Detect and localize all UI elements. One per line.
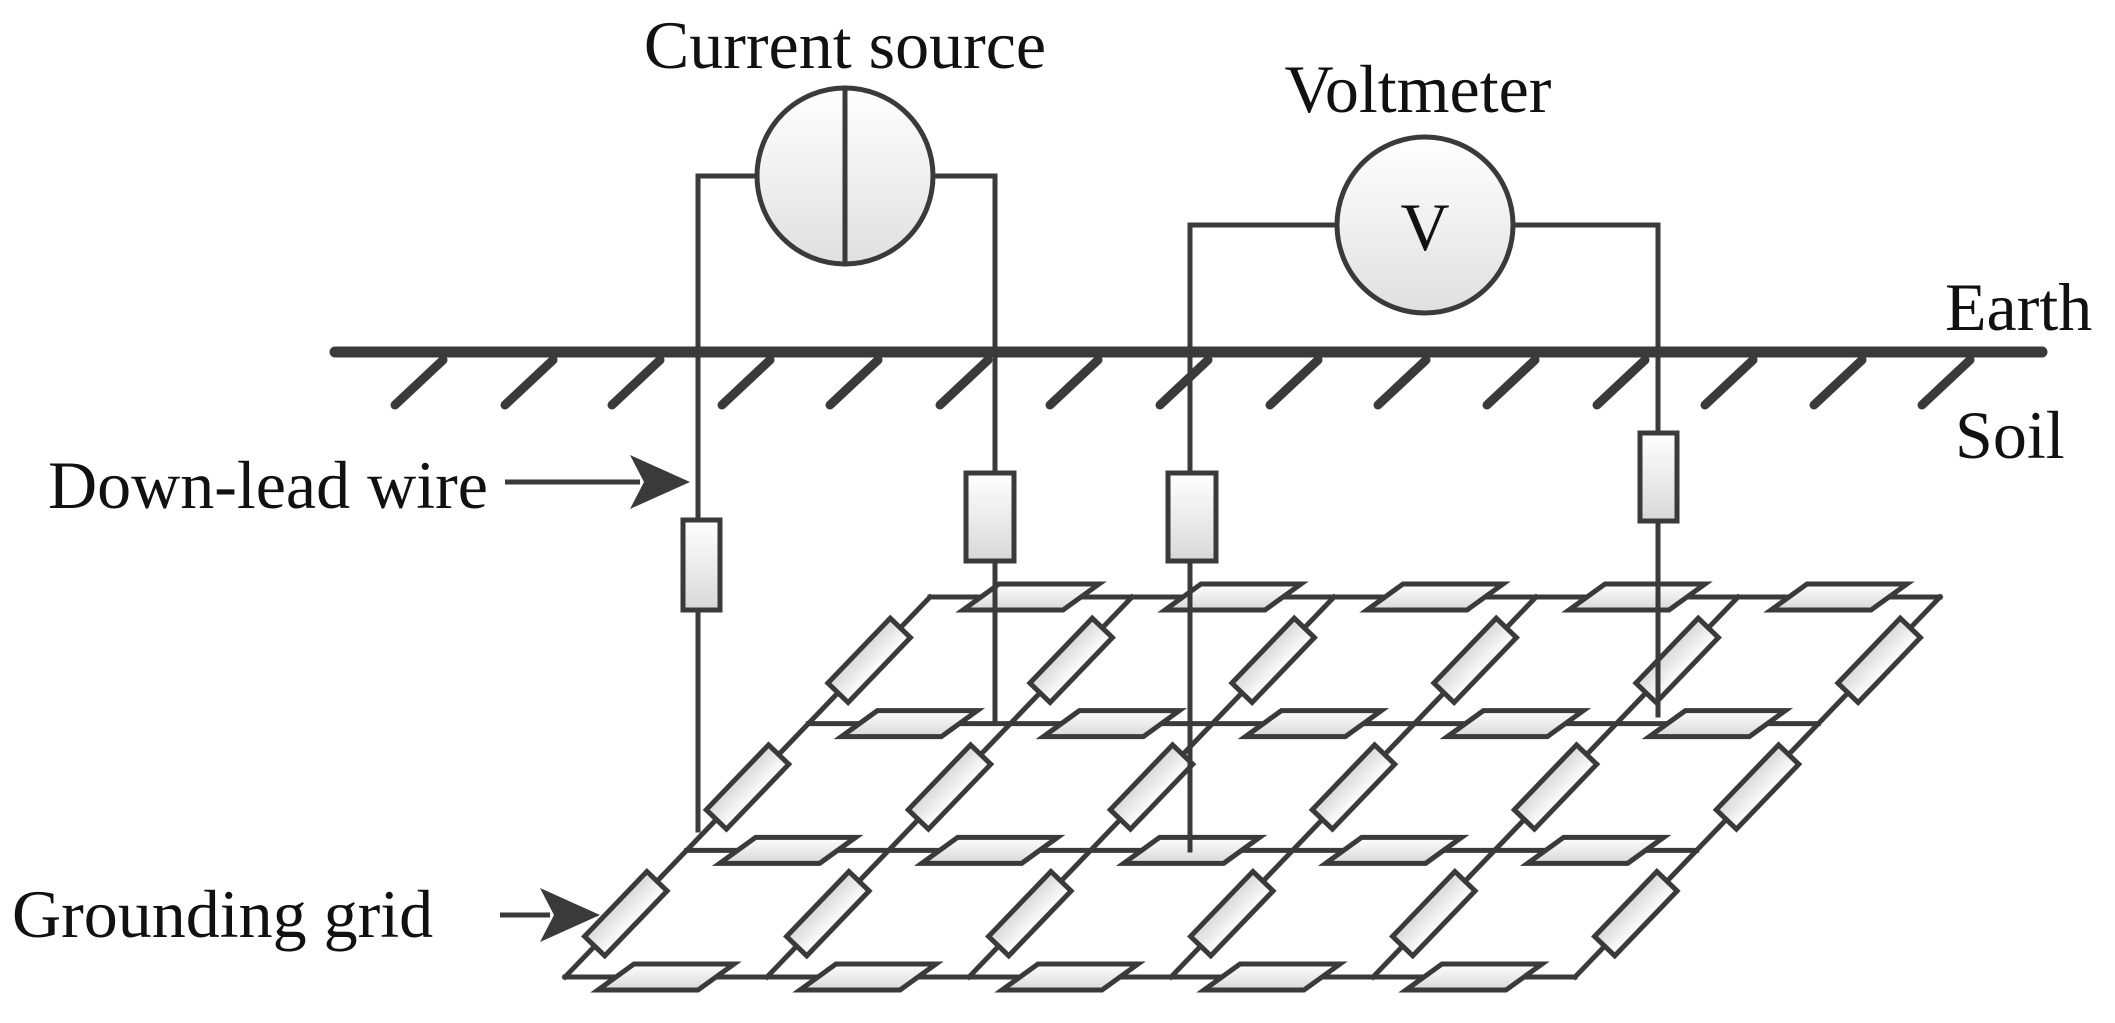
grounding-grid-arrow (500, 888, 600, 942)
grid-resistor (904, 741, 995, 833)
grid-resistor (1430, 614, 1520, 707)
voltmeter-icon (1334, 134, 1516, 316)
down-lead-resistor-3 (1165, 470, 1219, 564)
voltmeter-symbol: V (1400, 189, 1449, 265)
soil-hatch-mark (1373, 355, 1431, 410)
current-source-icon (754, 85, 936, 267)
grid-resistor (824, 614, 914, 707)
grid-resistor (985, 867, 1075, 960)
voltmeter-label: Voltmeter (1285, 51, 1552, 127)
soil-hatching (390, 355, 1975, 410)
soil-hatch-mark (1482, 355, 1540, 410)
grid-resistor (994, 961, 1146, 993)
grid-resistor (1561, 581, 1713, 613)
grid-resistor (702, 741, 793, 833)
grid-resistor (1834, 614, 1924, 707)
current-source-circuit (680, 85, 1017, 833)
grid-resistor (1389, 867, 1479, 960)
grid-resistor (955, 581, 1107, 613)
soil-label: Soil (1955, 397, 2065, 473)
soil-hatch-mark (500, 355, 558, 410)
soil-hatch-mark (1917, 355, 1975, 410)
grid-resistor (1237, 708, 1390, 740)
down-lead-wire-label: Down-lead wire (48, 447, 488, 523)
grid-resistor (1106, 741, 1197, 833)
down-lead-wire-arrow (505, 455, 690, 509)
grid-resistor (1510, 741, 1601, 833)
down-lead-resistor-1 (680, 517, 723, 613)
earth-label: Earth (1945, 269, 2092, 345)
grid-resistor (1398, 961, 1550, 993)
grid-resistor (1632, 614, 1722, 707)
voltmeter-circuit (1165, 134, 1680, 853)
grounding-grid-label: Grounding grid (12, 876, 433, 952)
current-source-label: Current source (644, 7, 1046, 83)
grid-resistor (581, 867, 671, 960)
grid-resistor (1026, 614, 1116, 707)
soil-hatch-mark (825, 355, 883, 410)
grid-resistor (792, 961, 944, 993)
grid-resistor (1591, 867, 1681, 960)
grid-resistor (1308, 741, 1399, 833)
soil-hatch-mark (1809, 355, 1867, 410)
grid-resistor (1519, 834, 1672, 866)
soil-hatch-mark (1155, 355, 1213, 410)
soil-hatch-mark (1592, 355, 1650, 410)
soil-hatch-mark (935, 355, 993, 410)
grid-resistor (1359, 581, 1511, 613)
grid-resistor (913, 834, 1066, 866)
grid-resistor (1157, 581, 1309, 613)
soil-hatch-mark (717, 355, 775, 410)
grounding-grid (561, 581, 1944, 993)
grid-resistor (1439, 708, 1592, 740)
grid-resistor (1196, 961, 1348, 993)
grid-resistor (833, 708, 986, 740)
grid-resistor (1763, 581, 1915, 613)
grid-resistor (1187, 867, 1277, 960)
soil-hatch-mark (607, 355, 665, 410)
soil-hatch-mark (1700, 355, 1758, 410)
grid-resistor (1641, 708, 1794, 740)
grid-resistor (1317, 834, 1470, 866)
grid-resistor (783, 867, 873, 960)
soil-hatch-mark (1265, 355, 1323, 410)
soil-hatch-mark (1045, 355, 1103, 410)
grid-resistor (711, 834, 864, 866)
grid-resistor (1228, 614, 1318, 707)
soil-hatch-mark (390, 355, 448, 410)
down-lead-resistor-2 (963, 470, 1017, 564)
grid-resistor (1035, 708, 1188, 740)
grid-resistor (590, 961, 742, 993)
grid-resistor (1712, 741, 1803, 833)
down-lead-resistor-4 (1637, 430, 1680, 524)
